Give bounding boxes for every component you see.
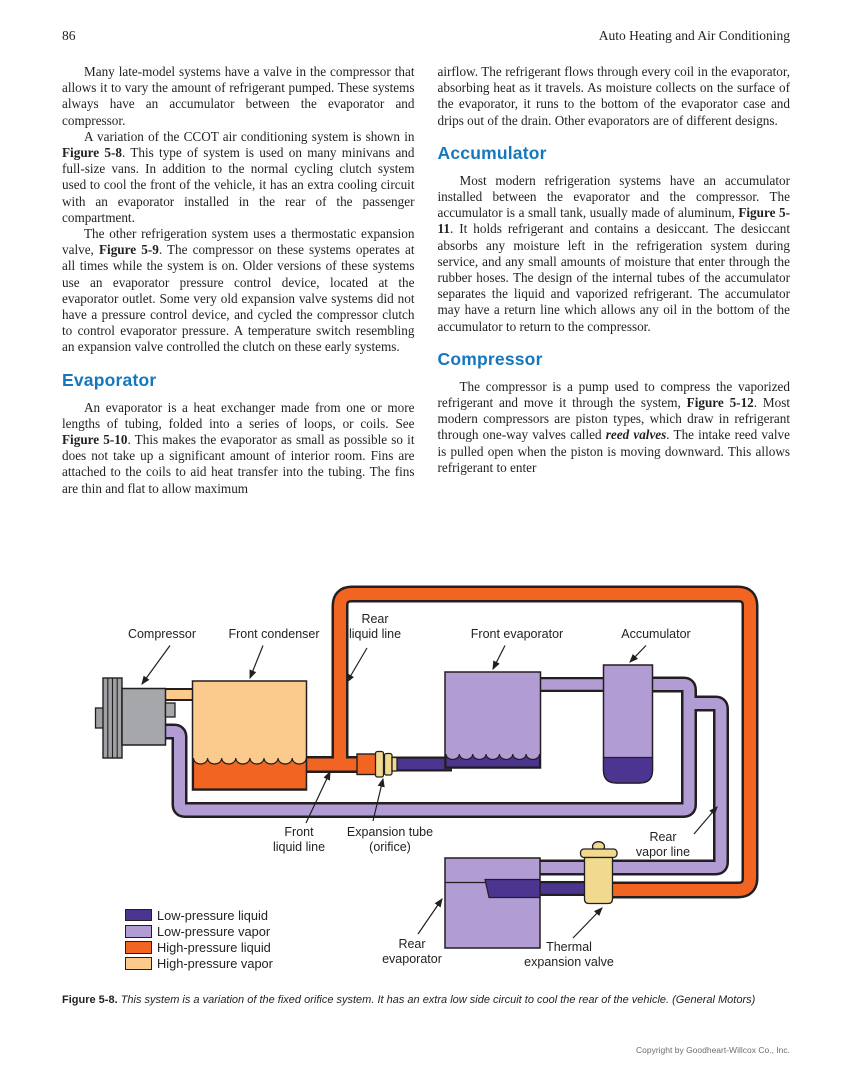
body-paragraph: A variation of the CCOT air conditioning…: [62, 128, 415, 225]
compressor-unit: [94, 677, 176, 759]
left-column: Many late-model systems have a valve in …: [62, 64, 415, 497]
body-paragraph: Many late-model systems have a valve in …: [62, 64, 415, 128]
section-heading: Evaporator: [62, 369, 157, 390]
legend-row: Low-pressure vapor: [125, 923, 273, 939]
legend-row: Low-pressure liquid: [125, 907, 273, 923]
article-body: Many late-model systems have a valve in …: [62, 64, 790, 497]
legend-row: High-pressure liquid: [125, 939, 273, 955]
legend-swatch: [125, 908, 152, 922]
callout-arrows: [141, 645, 718, 939]
rear-evaporator-label: Rear evaporator: [382, 937, 442, 966]
accumulator-liquid: [602, 756, 654, 784]
condenser-liquid: [192, 757, 307, 790]
section-heading: Accumulator: [437, 142, 547, 163]
front-condenser-label: Front condenser: [228, 627, 320, 641]
rear-vapor-line-label: Rear vapor line: [635, 830, 691, 859]
body-paragraph: The other refrigeration system uses a th…: [62, 226, 415, 355]
rear-evaporator-box: [444, 857, 541, 949]
front-evaporator-box: [444, 671, 542, 769]
rear-liquid-line-label: Rear liquid line: [348, 612, 402, 641]
figure-caption-text: This system is a variation of the fixed …: [120, 994, 756, 1006]
legend-swatch: [125, 957, 152, 970]
right-column: airflow. The refrigerant flows through e…: [438, 64, 791, 497]
ac-system-diagram: [94, 585, 759, 949]
section-heading: Compressor: [437, 348, 543, 369]
compressor-port: [164, 702, 176, 718]
legend-row: High-pressure vapor: [125, 956, 273, 972]
figure-5-8: Compressor Front condenser Rear liquid l…: [0, 563, 849, 995]
legend-label: Low-pressure vapor: [157, 923, 271, 939]
legend-label: High-pressure vapor: [157, 956, 273, 972]
body-paragraph: Most modern refrigeration systems have a…: [437, 172, 791, 334]
suction-return-pipe: [156, 679, 695, 816]
front-evaporator-liquid: [445, 753, 541, 768]
running-head: 86 Auto Heating and Air Conditioning: [62, 28, 790, 44]
legend-label: Low-pressure liquid: [157, 907, 268, 923]
thermal-valve-label: Thermal expansion valve: [524, 940, 614, 969]
front-evaporator-label: Front evaporator: [470, 627, 564, 641]
accumulator-tank: [602, 664, 654, 784]
rear-evaporator-liquid: [484, 878, 541, 899]
pipe-fills: [156, 588, 756, 896]
legend-swatch: [125, 941, 152, 954]
rear-vapor-line-pipe: [533, 698, 727, 873]
figure-caption: Figure 5-8. This system is a variation o…: [62, 993, 790, 1009]
legend-swatch: [125, 925, 152, 938]
expansion-tube-orifice: [374, 750, 398, 778]
legend-label: High-pressure liquid: [157, 939, 271, 955]
accumulator-label: Accumulator: [621, 627, 691, 641]
body-paragraph: airflow. The refrigerant flows through e…: [437, 64, 791, 128]
body-paragraph: The compressor is a pump used to compres…: [437, 378, 791, 475]
thermal-expansion-valve: [579, 841, 618, 905]
expansion-tube-label: Expansion tube (orifice): [346, 825, 434, 854]
copyright-line: Copyright by Goodheart-Willcox Co., Inc.: [635, 1045, 790, 1055]
page-number: 86: [62, 28, 76, 43]
compressor-body: [121, 687, 167, 746]
front-condenser-box: [191, 680, 308, 791]
rear-liquid-line-pipe: [334, 588, 756, 896]
compressor-label: Compressor: [127, 627, 197, 641]
figure-number: Figure 5-8.: [62, 994, 118, 1006]
running-title: Auto Heating and Air Conditioning: [598, 28, 790, 43]
body-paragraph: An evaporator is a heat exchanger made f…: [62, 399, 415, 496]
front-liquid-line-label: Front liquid line: [272, 825, 326, 854]
